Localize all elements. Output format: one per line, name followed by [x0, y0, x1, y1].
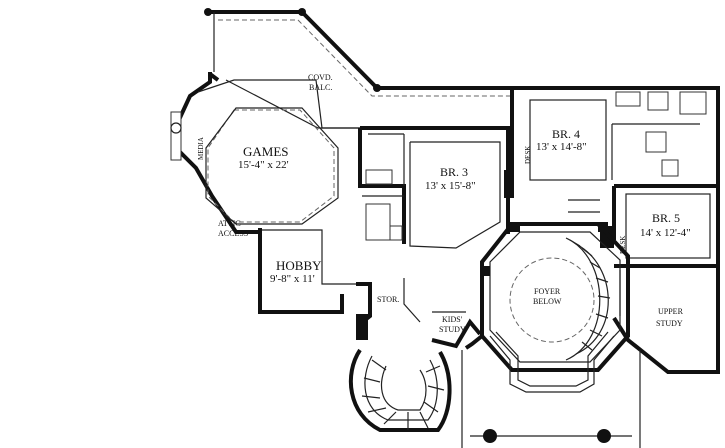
room-labels: COVD. BALC. MEDIA GAMES 15'-4" x 22' BR.… [197, 73, 691, 334]
kids-study-walls [431, 311, 482, 349]
kids-study-label-2: STUDY [439, 325, 466, 334]
games-room [170, 72, 360, 234]
covd-balc-label-2: BALC. [309, 83, 332, 92]
hobby-room-size: 9'-8" x 11' [270, 273, 315, 285]
front-porch [461, 331, 641, 448]
br5-size: 14' x 12'-4" [640, 227, 691, 239]
foyer-stair-treads [569, 239, 611, 351]
stor-label: STOR. [377, 295, 399, 304]
foyer-below-label-2: BELOW [533, 297, 562, 306]
br4-name: BR. 4 [552, 127, 580, 141]
foyer-walls [480, 222, 630, 372]
br3-name: BR. 3 [440, 165, 468, 179]
games-room-name: GAMES [243, 144, 289, 159]
upper-study-label-2: STUDY [656, 319, 683, 328]
br3-walls [358, 126, 510, 249]
covd-balc-label-1: COVD. [308, 73, 333, 82]
games-room-size: 15'-4" x 22' [238, 159, 289, 171]
media-label: MEDIA [197, 137, 205, 160]
upper-study-label-1: UPPER [658, 307, 684, 316]
br5-name: BR. 5 [652, 211, 680, 225]
hobby-walls [258, 228, 421, 340]
attic-access-label-1: ATTIC [218, 219, 241, 228]
kids-study-label-1: KIDS' [442, 315, 463, 324]
attic-access-label-2: ACCESS [218, 229, 248, 238]
br4-walls [504, 86, 720, 198]
br4-desk-label: DESK [524, 146, 532, 164]
foyer-below-label-1: FOYER [534, 287, 561, 296]
spiral-stair [348, 348, 452, 432]
hobby-room-name: HOBBY [276, 258, 322, 273]
br5-desk-label: DESK [619, 236, 627, 254]
br4-size: 13' x 14'-8" [536, 141, 587, 153]
br3-size: 13' x 15'-8" [425, 180, 476, 192]
